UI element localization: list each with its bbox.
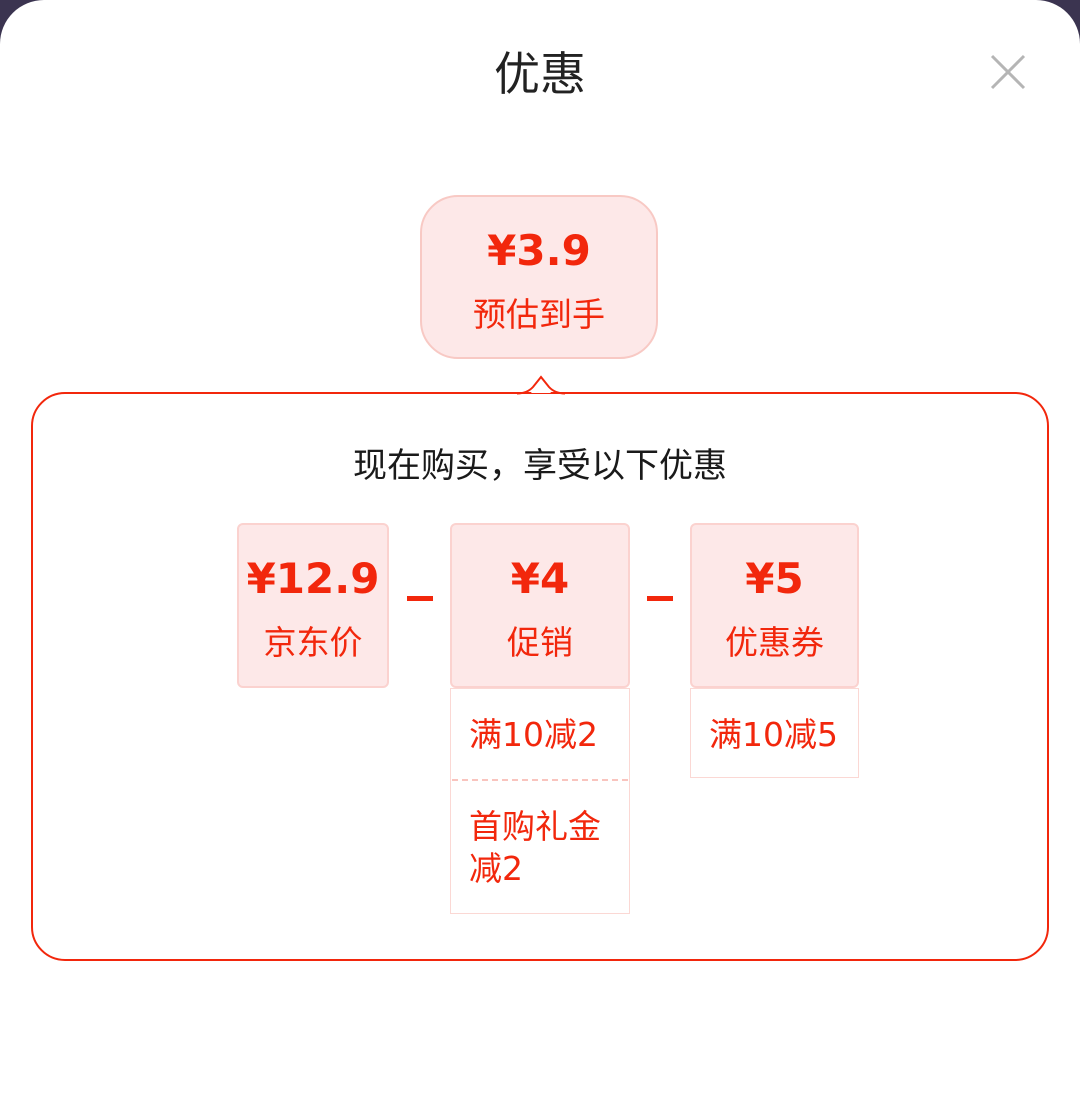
promotion-details [450, 688, 630, 914]
promotion-detail-item: 首购礼金减2 [469, 807, 601, 888]
promotion-card: ¥4 促销 [450, 523, 630, 688]
jd-price-label: 京东价 [263, 623, 363, 662]
coupon-label: 优惠券 [725, 623, 824, 662]
jd-price-value: ¥12.9 [246, 554, 380, 603]
estimated-price-label: 预估到手 [473, 295, 605, 334]
coupon-details [690, 688, 859, 778]
detail-divider [452, 779, 628, 781]
panel-pointer [517, 375, 565, 395]
sheet-title: 优惠 [494, 47, 586, 101]
panel-subtitle: 现在购买，享受以下优惠 [353, 446, 727, 486]
jd-price-card: ¥12.9 京东价 [237, 523, 389, 688]
minus-sign [647, 596, 673, 601]
promotion-value: ¥4 [510, 554, 570, 603]
coupon-value: ¥5 [745, 554, 804, 603]
coupon-detail-item: 满10减5 [709, 715, 838, 754]
promotion-label: 促销 [507, 623, 573, 662]
minus-sign [407, 596, 433, 601]
close-icon[interactable] [988, 52, 1028, 92]
promotion-detail-item: 满10减2 [469, 715, 598, 754]
estimated-price-value: ¥3.9 [487, 226, 591, 275]
estimated-price-badge: ¥3.9 预估到手 [420, 195, 658, 359]
coupon-card: ¥5 优惠券 [690, 523, 859, 688]
